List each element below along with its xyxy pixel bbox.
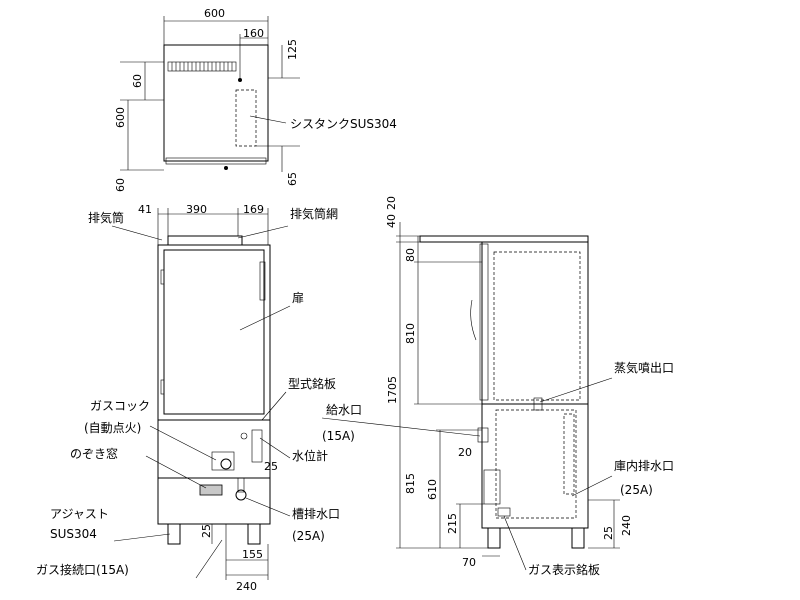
door-hinge-bottom	[160, 379, 165, 395]
water-gauge-valve	[240, 432, 248, 440]
tank-drain-pipe	[237, 477, 245, 493]
label-water-inlet: 給水口	[326, 403, 362, 417]
label-tank-drain-size: (25A)	[292, 529, 325, 543]
side-foot-front	[487, 527, 501, 549]
label-gas-connection: ガス接続口(15A)	[36, 562, 129, 577]
label-chamber-drain-size: (25A)	[620, 483, 653, 497]
dim-front-155: 155	[242, 548, 263, 561]
door-hinge-top	[160, 269, 165, 285]
side-chamber	[493, 251, 581, 401]
dim-front-169: 169	[243, 203, 264, 216]
cistern-tank-outline	[235, 89, 257, 147]
side-water-inlet	[477, 427, 489, 443]
label-exhaust-net: 排気筒網	[290, 206, 338, 221]
side-top-cover	[419, 235, 589, 243]
dim-side-240: 240	[620, 515, 633, 536]
top-view-outline	[163, 44, 269, 162]
dim-front-25b: 25	[264, 460, 278, 473]
dim-side-25: 25	[602, 526, 615, 540]
gas-cock-knob	[220, 458, 232, 470]
top-exhaust-grille	[167, 61, 237, 72]
dim-top-depth: 125	[286, 39, 299, 60]
dim-top-width: 600	[204, 7, 225, 20]
door-panel	[163, 249, 265, 415]
dim-side-810: 810	[404, 323, 417, 344]
label-exhaust-pipe: 排気筒	[88, 210, 124, 225]
label-steam-outlet: 蒸気噴出口	[614, 360, 674, 375]
door-handle	[259, 261, 266, 301]
side-gas-plate	[497, 507, 511, 517]
upper-cabinet	[157, 244, 271, 421]
top-view: 600 160 125 60 600 60 65 シスタンクSUS304	[114, 7, 397, 192]
exhaust-net	[167, 235, 243, 246]
label-water-gauge: 水位計	[292, 448, 328, 463]
steam-outlet-pipe	[533, 397, 543, 411]
dim-front-240: 240	[236, 580, 257, 593]
label-auto-ignition: (自動点火)	[84, 421, 141, 435]
peep-window-frame	[199, 484, 223, 496]
label-door: 扉	[292, 291, 304, 305]
dim-front-390: 390	[186, 203, 207, 216]
side-foot-back	[571, 527, 585, 549]
label-gas-cock: ガスコック	[90, 399, 150, 413]
dim-side-20: 20	[385, 196, 398, 210]
dim-side-215: 215	[446, 513, 459, 534]
label-peep-window: のぞき窓	[70, 446, 118, 461]
label-adjuster: アジャスト	[50, 507, 109, 521]
dim-side-1705: 1705	[386, 376, 399, 404]
label-gas-display-plate: ガス表示銘板	[528, 562, 600, 577]
label-adjuster-material: SUS304	[50, 527, 97, 541]
dim-side-40: 40	[385, 214, 398, 228]
dim-side-70: 70	[462, 556, 476, 569]
dim-front-25a: 25	[200, 524, 213, 538]
tank-drain-fitting	[235, 489, 247, 501]
dim-side-80: 80	[404, 248, 417, 262]
top-base	[165, 157, 267, 165]
gas-cock-box	[211, 451, 235, 471]
dim-top-65: 65	[286, 172, 299, 186]
top-drain-mark	[224, 166, 228, 170]
label-water-inlet-size: (15A)	[322, 429, 355, 443]
label-model-plate: 型式銘板	[288, 376, 336, 391]
top-fitting	[238, 78, 242, 82]
dim-side-610: 610	[426, 479, 439, 500]
side-gas-valve	[483, 469, 501, 505]
dim-side-815: 815	[404, 473, 417, 494]
side-door-handle	[470, 299, 477, 341]
side-door-edge	[479, 243, 489, 401]
water-gauge-tube	[251, 429, 263, 463]
burner-section	[157, 419, 271, 479]
dim-top-foot: 60	[114, 178, 127, 192]
label-chamber-drain: 庫内排水口	[614, 459, 674, 473]
label-tank-drain: 槽排水口	[292, 507, 340, 521]
side-view: 40 20 80 810 1705 20 815 610 215 70 25 2…	[385, 196, 674, 577]
dim-top-600: 600	[114, 107, 127, 128]
front-view: 41 390 169 155 240 25 25 排気筒 排気筒網 扉 型式銘板…	[36, 203, 481, 593]
dim-side-20b: 20	[458, 446, 472, 459]
chamber-drain-pipe	[563, 413, 575, 495]
top-grille-slats	[171, 62, 233, 71]
dim-top-60: 60	[131, 74, 144, 88]
dim-top-offset: 160	[243, 27, 264, 40]
foot-right	[247, 523, 261, 545]
dim-front-41: 41	[138, 203, 152, 216]
side-cabinet	[481, 241, 589, 529]
label-cistern-tank: シスタンクSUS304	[290, 117, 397, 131]
base-section	[157, 477, 271, 525]
